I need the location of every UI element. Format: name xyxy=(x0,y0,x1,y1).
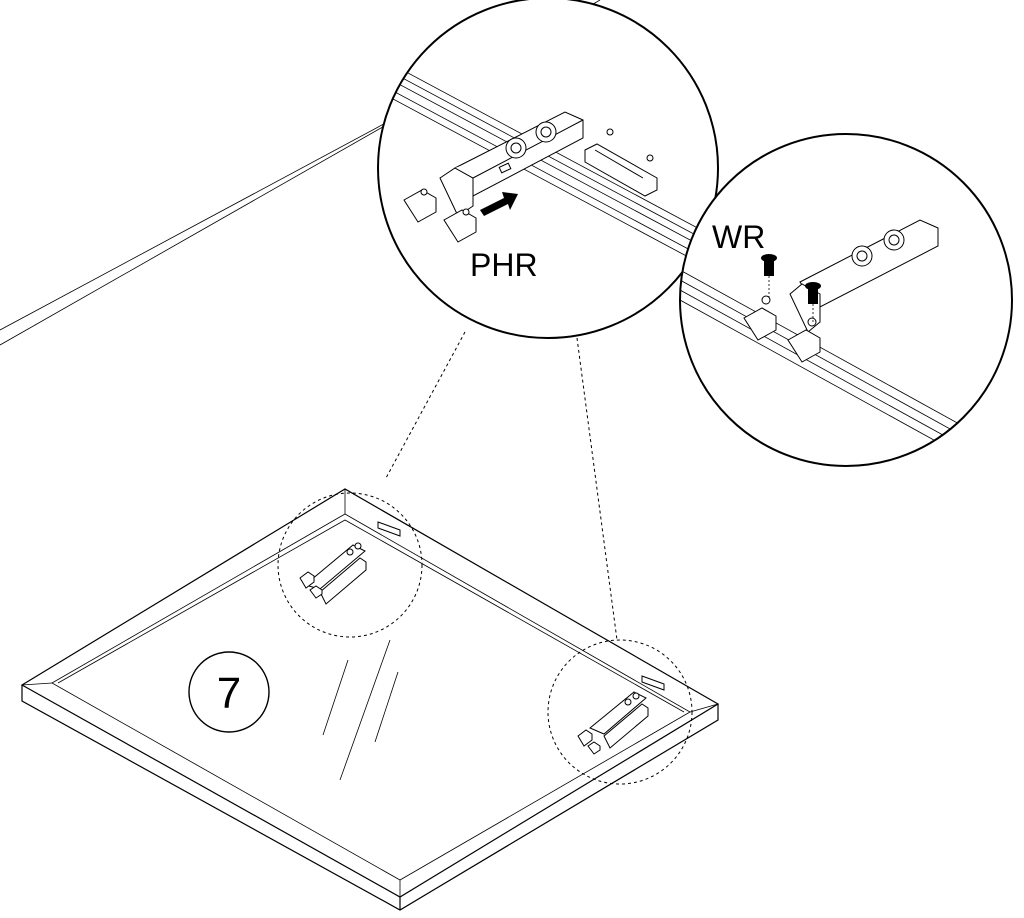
leader-line-right xyxy=(576,337,618,641)
glass-reflection xyxy=(322,659,349,736)
detail-circle-left xyxy=(277,492,423,638)
screw-icon xyxy=(761,254,777,300)
glass-reflection xyxy=(374,671,399,743)
screw-icon xyxy=(805,282,821,322)
detail-zoom-left: PHR xyxy=(377,0,719,339)
glass-reflection xyxy=(339,639,391,781)
detail-circle-right xyxy=(547,639,693,785)
detail-zoom-right: WR xyxy=(679,133,1013,467)
phr-label: PHR xyxy=(470,247,538,283)
hinge-small-right xyxy=(577,675,665,755)
frame-panel xyxy=(20,488,720,911)
step-number: 7 xyxy=(217,669,241,718)
wr-label: WR xyxy=(712,219,765,255)
leader-line-left xyxy=(385,331,466,479)
hinge-small-left xyxy=(299,521,401,605)
arrow-right-icon xyxy=(480,192,518,216)
step-number-badge: 7 xyxy=(188,651,270,733)
